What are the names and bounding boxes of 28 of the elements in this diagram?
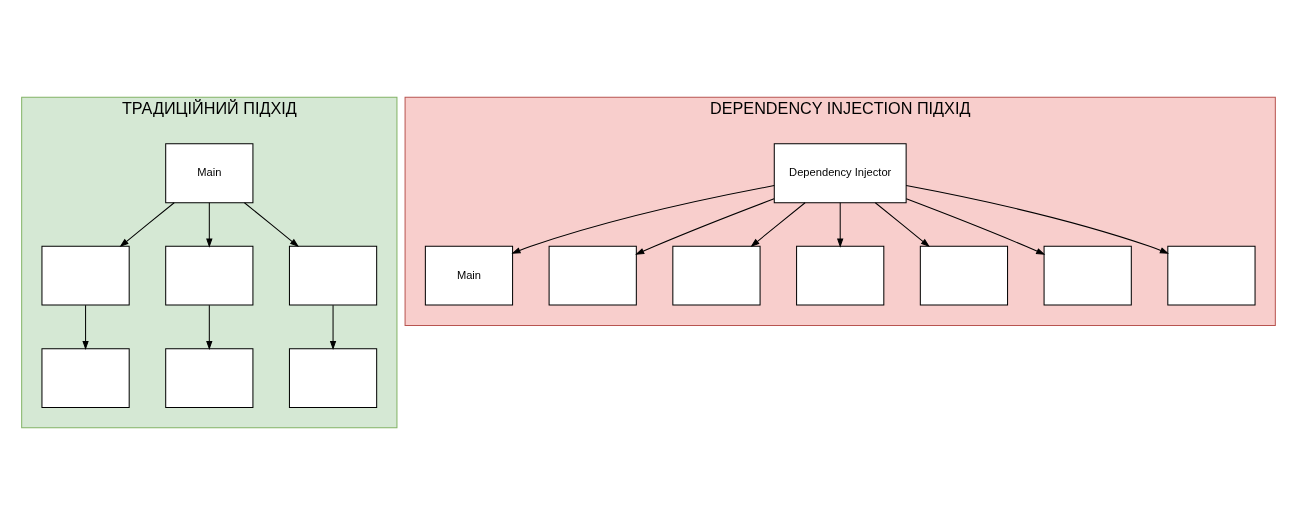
node-box	[288, 245, 378, 306]
arrow	[750, 201, 806, 247]
node-box	[672, 245, 761, 306]
node-box	[288, 347, 378, 408]
node-box	[1043, 245, 1132, 306]
arrow	[206, 201, 213, 248]
arrow	[874, 201, 930, 247]
node-box: Main	[424, 245, 514, 306]
arrow	[905, 197, 1046, 255]
arrow	[119, 201, 175, 247]
node-box: Dependency Injector	[773, 142, 907, 203]
node-box	[919, 245, 1009, 306]
arrow	[905, 184, 1169, 254]
node-box	[41, 245, 130, 306]
node-box	[796, 245, 885, 306]
node-box	[1167, 245, 1256, 306]
node-box	[165, 245, 254, 306]
arrow	[82, 304, 89, 350]
arrow	[206, 304, 213, 350]
arrow	[329, 304, 337, 350]
arrow	[837, 201, 844, 248]
node-box	[548, 245, 637, 306]
node-box	[41, 347, 130, 408]
arrow	[511, 184, 775, 254]
arrow	[243, 201, 300, 247]
node-box	[165, 347, 254, 408]
node-box: Main	[165, 142, 254, 203]
arrow	[635, 197, 775, 255]
